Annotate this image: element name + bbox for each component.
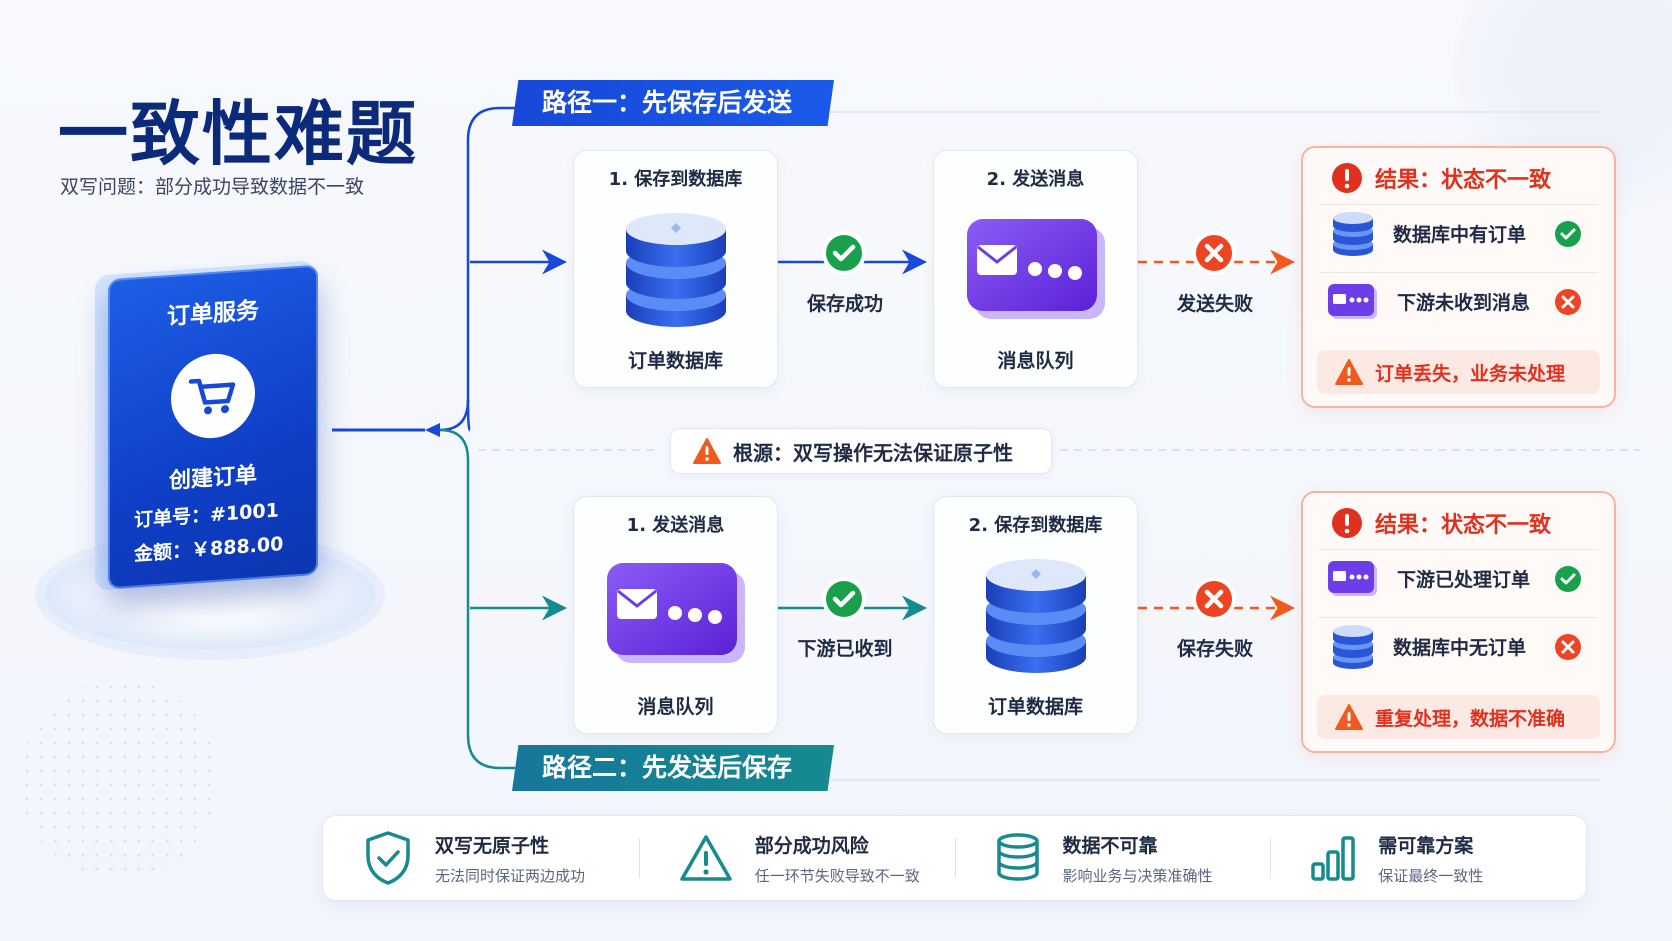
message-queue-icon <box>934 213 1137 325</box>
path2-tag: 路径二：先发送后保存 <box>512 745 834 791</box>
step-label: 订单数据库 <box>627 350 723 372</box>
create-order-label: 创建订单 <box>168 462 257 495</box>
cart-icon <box>171 351 255 441</box>
order-service-card[interactable]: 订单服务 创建订单 订单号：#1001 金额：￥888.00 <box>108 264 318 590</box>
path1-step2-status: 发送失败 <box>1176 293 1253 315</box>
path1-result-box: 结果：状态不一致 数据库中有订单 下游未收到消息 订单丢失，业务未处理 <box>1301 146 1616 408</box>
result-warning-text: 订单丢失，业务未处理 <box>1375 362 1566 385</box>
step-label: 订单数据库 <box>987 696 1083 718</box>
feature-subtitle: 保证最终一致性 <box>1378 866 1484 885</box>
result-row: 数据库中有订单 <box>1319 204 1598 262</box>
result-row-text: 下游已处理订单 <box>1397 569 1531 591</box>
result-title: 结果：状态不一致 <box>1331 507 1551 539</box>
database-stack-icon <box>996 833 1039 881</box>
path2-result-box: 结果：状态不一致 下游已处理订单 数据库中无订单 重复处理，数据不准确 <box>1301 491 1616 753</box>
feature-item: 双写无原子性 无法同时保证两边成功 <box>323 816 639 900</box>
bar-chart-icon <box>1311 836 1355 881</box>
failure-x-icon <box>1538 288 1598 316</box>
alert-icon <box>1332 163 1362 193</box>
success-check-icon <box>821 576 867 626</box>
success-check-icon <box>1538 565 1598 593</box>
result-row: 下游已处理订单 <box>1319 549 1598 607</box>
feature-subtitle: 任一环节失败导致不一致 <box>754 866 920 885</box>
database-icon <box>1333 624 1373 669</box>
result-warning: 重复处理，数据不准确 <box>1317 695 1600 739</box>
success-check-icon <box>1538 220 1598 248</box>
feature-item: 需可靠方案 保证最终一致性 <box>1270 816 1586 900</box>
step-title: 1. 保存到数据库 <box>608 169 743 190</box>
message-queue-icon <box>1328 283 1377 319</box>
alert-icon <box>1332 508 1362 538</box>
order-number: 订单号：#1001 <box>134 499 279 532</box>
message-queue-icon <box>1328 560 1377 596</box>
message-queue-icon <box>574 557 777 669</box>
path1-step2-box: 2. 发送消息 消息队列 <box>933 150 1138 388</box>
page-title: 一致性难题 <box>58 93 418 175</box>
result-title-text: 结果：状态不一致 <box>1375 168 1552 193</box>
path1-tag: 路径一：先保存后发送 <box>512 80 834 126</box>
feature-title: 部分成功风险 <box>754 834 869 857</box>
path2-step1-status: 下游已收到 <box>797 638 893 660</box>
path1-step1-status: 保存成功 <box>806 293 883 315</box>
result-title-text: 结果：状态不一致 <box>1375 513 1552 538</box>
path1-step1-box: 1. 保存到数据库 订单数据库 <box>573 150 778 388</box>
warning-icon <box>1335 359 1363 385</box>
database-icon <box>1333 211 1373 256</box>
result-row: 下游未收到消息 <box>1319 272 1598 330</box>
path2-step2-box: 2. 保存到数据库 订单数据库 <box>933 496 1138 734</box>
result-title: 结果：状态不一致 <box>1331 162 1551 194</box>
root-cause-text: 根源：双写操作无法保证原子性 <box>733 440 1013 465</box>
page-subtitle: 双写问题：部分成功导致数据不一致 <box>60 176 365 198</box>
database-icon <box>574 207 777 335</box>
feature-title: 数据不可靠 <box>1062 834 1158 857</box>
path2-step1-box: 1. 发送消息 消息队列 <box>573 496 778 734</box>
feature-item: 数据不可靠 影响业务与决策准确性 <box>954 816 1271 900</box>
summary-bar: 双写无原子性 无法同时保证两边成功 部分成功风险 任一环节失败导致不一致 数据不… <box>322 815 1587 901</box>
database-icon <box>934 553 1137 681</box>
step-title: 2. 保存到数据库 <box>968 515 1103 536</box>
warning-icon <box>1335 704 1363 730</box>
root-cause-pill: 根源：双写操作无法保证原子性 <box>670 428 1052 474</box>
result-row-text: 下游未收到消息 <box>1397 292 1531 314</box>
feature-item: 部分成功风险 任一环节失败导致不一致 <box>638 816 955 900</box>
warning-icon <box>680 835 732 881</box>
result-row: 数据库中无订单 <box>1319 617 1598 675</box>
path2-step2-status: 保存失败 <box>1176 638 1253 660</box>
step-title: 2. 发送消息 <box>986 169 1085 190</box>
step-label: 消息队列 <box>637 696 714 718</box>
step-label: 消息队列 <box>997 350 1074 372</box>
result-warning-text: 重复处理，数据不准确 <box>1375 707 1566 730</box>
success-check-icon <box>821 230 867 280</box>
failure-x-icon <box>1191 230 1237 280</box>
feature-subtitle: 无法同时保证两边成功 <box>435 866 586 885</box>
warning-icon <box>693 438 721 464</box>
failure-x-icon <box>1191 576 1237 626</box>
feature-title: 需可靠方案 <box>1378 834 1474 857</box>
result-row-text: 数据库中有订单 <box>1393 224 1527 246</box>
shield-check-icon <box>366 831 410 885</box>
dot-pattern <box>20 680 220 880</box>
order-amount: 金额：￥888.00 <box>134 533 284 566</box>
feature-subtitle: 影响业务与决策准确性 <box>1062 866 1213 885</box>
failure-x-icon <box>1538 633 1598 661</box>
feature-title: 双写无原子性 <box>435 834 550 857</box>
result-row-text: 数据库中无订单 <box>1393 637 1527 659</box>
result-warning: 订单丢失，业务未处理 <box>1317 350 1600 394</box>
step-title: 1. 发送消息 <box>626 515 725 536</box>
service-title: 订单服务 <box>167 297 259 331</box>
